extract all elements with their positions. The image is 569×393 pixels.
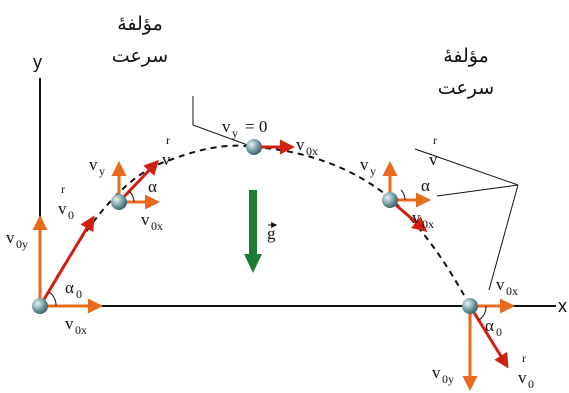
svg-text:y: y: [99, 164, 105, 178]
callout-line-right-2: [488, 184, 519, 291]
svg-text:0: 0: [76, 287, 82, 301]
svg-text:0x: 0x: [506, 284, 518, 298]
label-v0-landing: r v 0: [518, 351, 534, 391]
arabic-label-left-2: سرعت: [112, 45, 168, 67]
alpha0-arc-launch: [48, 291, 57, 307]
svg-text:v: v: [432, 363, 441, 382]
svg-text:v: v: [6, 228, 15, 247]
v0-vector: [38, 215, 95, 307]
label-alpha0-landing: α 0: [485, 316, 502, 339]
v0-vector-landing: [468, 305, 509, 369]
svg-text:y: y: [370, 164, 376, 178]
ball-left: [111, 194, 127, 210]
svg-text:= 0: = 0: [245, 117, 267, 136]
gravity-vector-head: [244, 254, 262, 273]
label-v0x-apex: v 0x: [296, 135, 318, 158]
callout-line-top: [192, 96, 254, 148]
alpha-arc-left: [128, 190, 135, 203]
label-v0x-landing: v 0x: [496, 275, 518, 298]
v-vector-left: [117, 159, 160, 204]
label-v0x-left: v 0x: [141, 210, 163, 233]
svg-text:v: v: [162, 150, 171, 169]
svg-text:0: 0: [496, 325, 502, 339]
ball-apex: [246, 139, 262, 155]
svg-text:0x: 0x: [306, 144, 318, 158]
svg-text:0y: 0y: [16, 237, 28, 251]
svg-text:0x: 0x: [75, 323, 87, 337]
svg-text:r: r: [166, 133, 170, 147]
label-v0x-launch: v 0x: [65, 314, 87, 337]
svg-text:v: v: [222, 117, 231, 136]
svg-text:α: α: [65, 278, 74, 297]
x-axis-label: x: [558, 296, 567, 316]
svg-text:v: v: [65, 314, 74, 333]
label-alpha0-launch: α 0: [65, 278, 82, 301]
y-axis-label: y: [33, 52, 42, 72]
svg-text:r: r: [61, 182, 65, 196]
svg-text:v: v: [496, 275, 505, 294]
svg-text:0: 0: [68, 208, 74, 222]
svg-text:r: r: [433, 133, 437, 147]
arabic-label-right-2: سرعت: [438, 77, 494, 99]
label-alpha-right: α: [421, 176, 430, 195]
svg-text:0y: 0y: [442, 372, 454, 386]
label-v-left: r v: [162, 133, 171, 169]
ball-right: [382, 192, 398, 208]
label-vy-left: v y: [89, 155, 105, 178]
label-g: g: [267, 222, 278, 243]
svg-text:v: v: [429, 150, 438, 169]
svg-text:y: y: [232, 126, 238, 140]
svg-text:0x: 0x: [422, 217, 434, 231]
label-vy-right: v y: [360, 155, 376, 178]
svg-text:v: v: [141, 210, 150, 229]
arabic-label-left-1: مؤلفهٔ: [117, 13, 163, 35]
label-vy-zero: v y = 0: [222, 117, 267, 140]
label-v0x-right: v 0x: [412, 208, 434, 231]
svg-text:v: v: [518, 368, 527, 387]
svg-text:0: 0: [528, 377, 534, 391]
label-v0y-landing: v 0y: [432, 363, 454, 386]
alpha-arc-right: [400, 189, 406, 201]
svg-text:v: v: [58, 199, 67, 218]
svg-text:v: v: [89, 155, 98, 174]
svg-text:g: g: [267, 224, 276, 243]
callout-line-right-1: [436, 184, 519, 197]
alpha0-arc-landing: [478, 305, 487, 321]
svg-text:0x: 0x: [151, 219, 163, 233]
label-v0y-launch: v 0y: [6, 228, 28, 251]
label-v-right: r v: [429, 133, 438, 169]
svg-text:v: v: [412, 208, 421, 227]
label-alpha-left: α: [148, 177, 157, 196]
label-v0-launch: r v 0: [58, 182, 74, 222]
svg-text:α: α: [485, 316, 494, 335]
svg-text:v: v: [360, 155, 369, 174]
ball-launch: [32, 298, 48, 314]
callout-line-right-3: [414, 148, 519, 186]
arabic-label-right-1: مؤلفهٔ: [443, 45, 489, 67]
ball-landing: [462, 298, 478, 314]
svg-text:r: r: [522, 351, 526, 365]
svg-text:v: v: [296, 135, 305, 154]
